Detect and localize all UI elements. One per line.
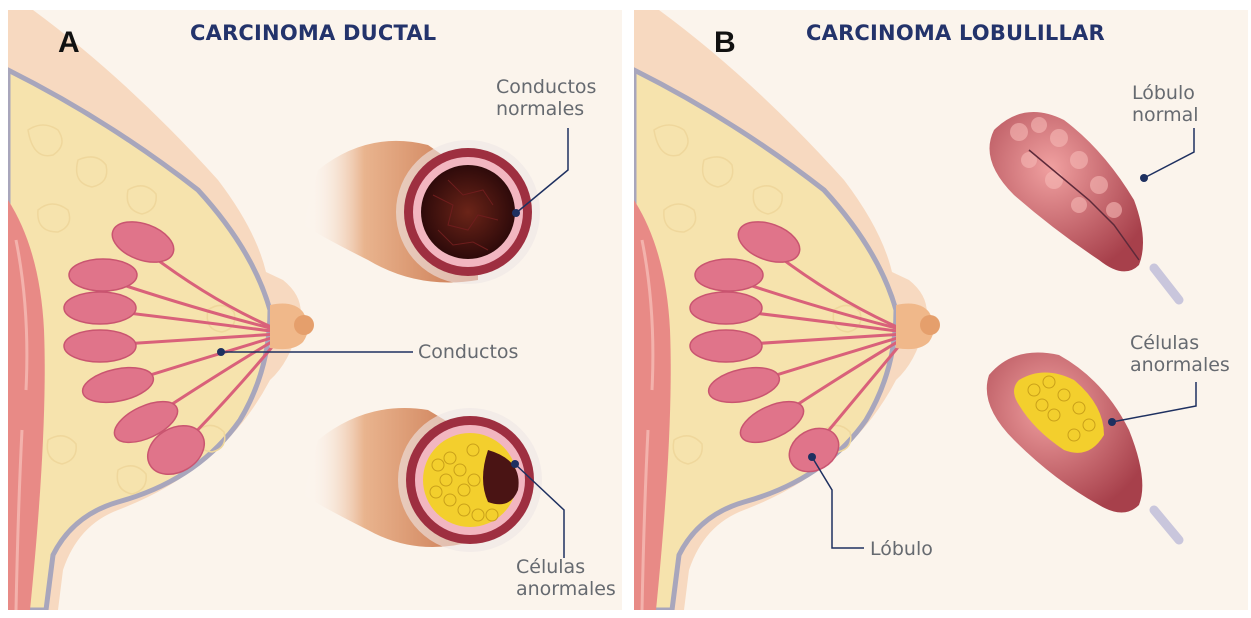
label-normal-lobule-line-1: Lóbulo — [1132, 82, 1199, 104]
label-abnormal-cells-a-line-1: Células — [516, 556, 616, 578]
panel-ductal-carcinoma: A CARCINOMA DUCTAL Conductos normales Co… — [8, 10, 622, 610]
panel-letter-b: B — [714, 28, 736, 58]
panel-title-ductal: CARCINOMA DUCTAL — [190, 23, 436, 44]
label-abnormal-cells-b-line-2: anormales — [1130, 354, 1230, 376]
label-lobule: Lóbulo — [870, 538, 933, 560]
label-abnormal-cells-b-line-1: Células — [1130, 332, 1230, 354]
panel-letter-a: A — [58, 28, 80, 58]
label-normal-lobule-line-2: normal — [1132, 104, 1199, 126]
label-abnormal-cells-a-line-2: anormales — [516, 578, 616, 600]
panel-title-lobular: CARCINOMA LOBULILLAR — [806, 23, 1105, 44]
label-normal-ducts-line-2: normales — [496, 98, 596, 120]
label-abnormal-cells-a: Células anormales — [516, 556, 616, 600]
label-ducts: Conductos — [418, 341, 518, 363]
label-abnormal-cells-b: Células anormales — [1130, 332, 1230, 376]
label-normal-lobule: Lóbulo normal — [1132, 82, 1199, 126]
panel-lobular-carcinoma: B CARCINOMA LOBULILLAR Lóbulo normal Cél… — [634, 10, 1248, 610]
label-normal-ducts-line-1: Conductos — [496, 76, 596, 98]
label-normal-ducts: Conductos normales — [496, 76, 596, 120]
